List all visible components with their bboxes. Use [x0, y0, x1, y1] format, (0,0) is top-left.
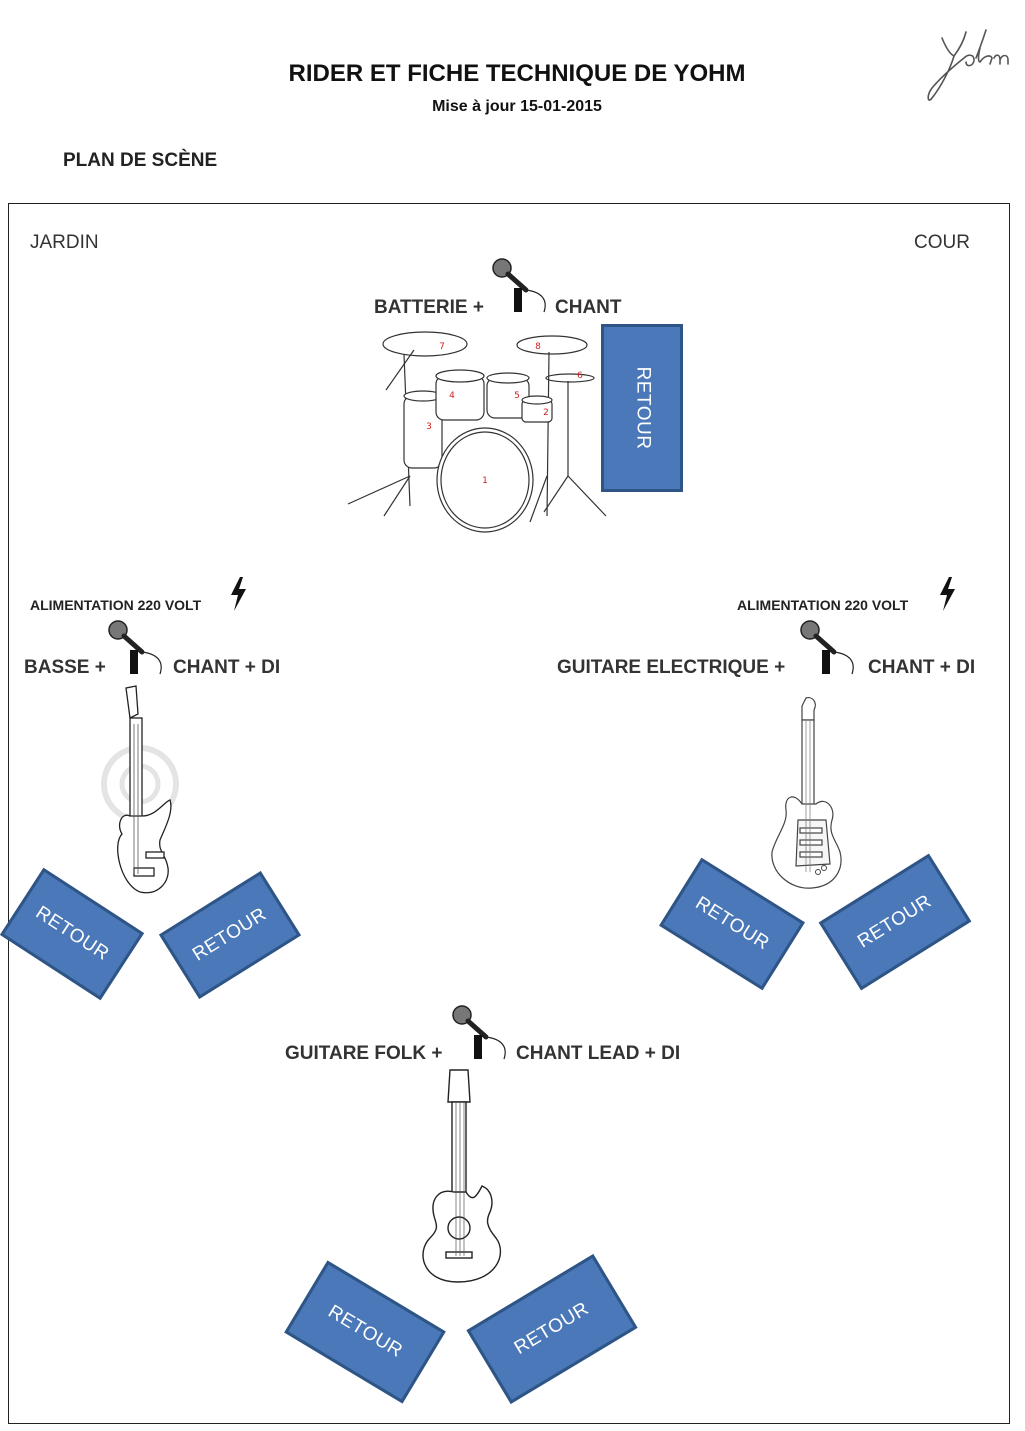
bass-vocal-label: CHANT + DI: [173, 657, 281, 678]
kit-number-2: 2: [543, 408, 549, 418]
drum-kit: 1 2 3 4 5 6 7 8: [347, 331, 607, 533]
acoustic-guitar: [422, 1069, 502, 1283]
kit-number-5: 5: [514, 391, 520, 401]
stage-right-label: COUR: [914, 232, 970, 253]
bass-label: BASSE +: [24, 657, 106, 678]
update-date: Mise à jour 15-01-2015: [432, 98, 602, 115]
electric-vocal-label: CHANT + DI: [868, 657, 976, 678]
signature-logo: [927, 29, 1009, 101]
kit-number-8: 8: [535, 342, 541, 352]
kit-number-6: 6: [577, 371, 583, 381]
stage-left-label: JARDIN: [30, 232, 99, 253]
microphone-icon: [800, 620, 854, 675]
page-title: RIDER ET FICHE TECHNIQUE DE YOHM: [288, 60, 746, 87]
kit-number-7: 7: [439, 342, 445, 352]
electric-power-label: ALIMENTATION 220 VOLT: [737, 597, 909, 613]
folk-vocal-label: CHANT LEAD + DI: [516, 1043, 681, 1064]
folk-label: GUITARE FOLK +: [285, 1043, 443, 1064]
electric-label: GUITARE ELECTRIQUE +: [557, 657, 786, 678]
microphone-icon: [492, 258, 546, 313]
kit-number-4: 4: [449, 391, 455, 401]
lightning-icon: [940, 577, 955, 611]
microphone-icon: [452, 1005, 506, 1060]
section-title: PLAN DE SCÈNE: [63, 150, 218, 171]
stage-plot: [8, 203, 1010, 1424]
microphone-icon: [108, 620, 162, 675]
bass-power-label: ALIMENTATION 220 VOLT: [30, 597, 202, 613]
bass-guitar: [101, 685, 179, 894]
drums-monitor: RETOUR: [601, 324, 683, 492]
kit-number-3: 3: [426, 422, 432, 432]
drums-label: BATTERIE +: [374, 297, 484, 318]
drums-vocal-label: CHANT: [555, 297, 622, 318]
kit-number-1: 1: [482, 476, 488, 486]
lightning-icon: [231, 577, 246, 611]
electric-guitar: [771, 697, 842, 889]
